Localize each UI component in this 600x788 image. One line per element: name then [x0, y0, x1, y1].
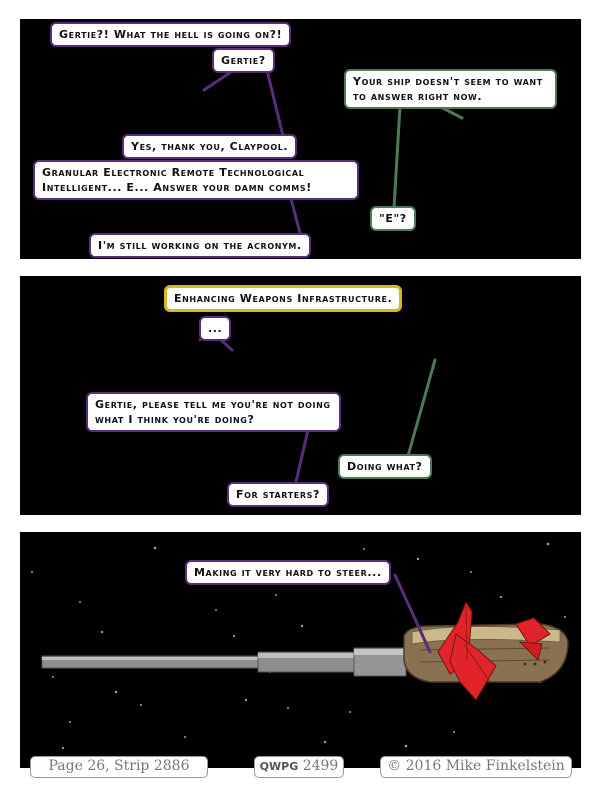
page-strip-label: Page 26, Strip 2886 — [30, 756, 208, 778]
strip-number-box: QWPG 2499 — [254, 756, 344, 778]
speech-bubble: Making it very hard to steer... — [185, 560, 391, 585]
speech-bubble: "E"? — [370, 206, 416, 231]
speech-bubble: Granular Electronic Remote Technological… — [33, 160, 359, 200]
site-logo: QWPG — [259, 760, 299, 773]
starfield — [31, 542, 566, 750]
speech-bubble: Doing what? — [338, 454, 432, 479]
space-scene — [31, 542, 569, 750]
speech-bubble: Gertie, please tell me you're not doing … — [86, 392, 341, 432]
strip-number: 2499 — [302, 758, 339, 774]
speech-bubble: Yes, thank you, Claypool. — [122, 134, 298, 159]
speech-bubble: Gertie? — [212, 48, 275, 73]
speech-bubble: Gertie?! What the hell is going on?! — [50, 22, 292, 47]
speech-bubble: For starters? — [227, 482, 329, 507]
airship — [403, 600, 569, 701]
copyright-label: © 2016 Mike Finkelstein — [380, 756, 572, 778]
speech-bubble: I'm still working on the acronym. — [89, 233, 311, 258]
cannon-barrel — [41, 647, 407, 677]
speech-bubble: Enhancing Weapons Infrastructure. — [164, 285, 403, 312]
speech-bubble: Your ship doesn't seem to want to answer… — [344, 69, 557, 109]
speech-bubble: ... — [199, 316, 232, 341]
comic-panel-1 — [20, 19, 581, 259]
